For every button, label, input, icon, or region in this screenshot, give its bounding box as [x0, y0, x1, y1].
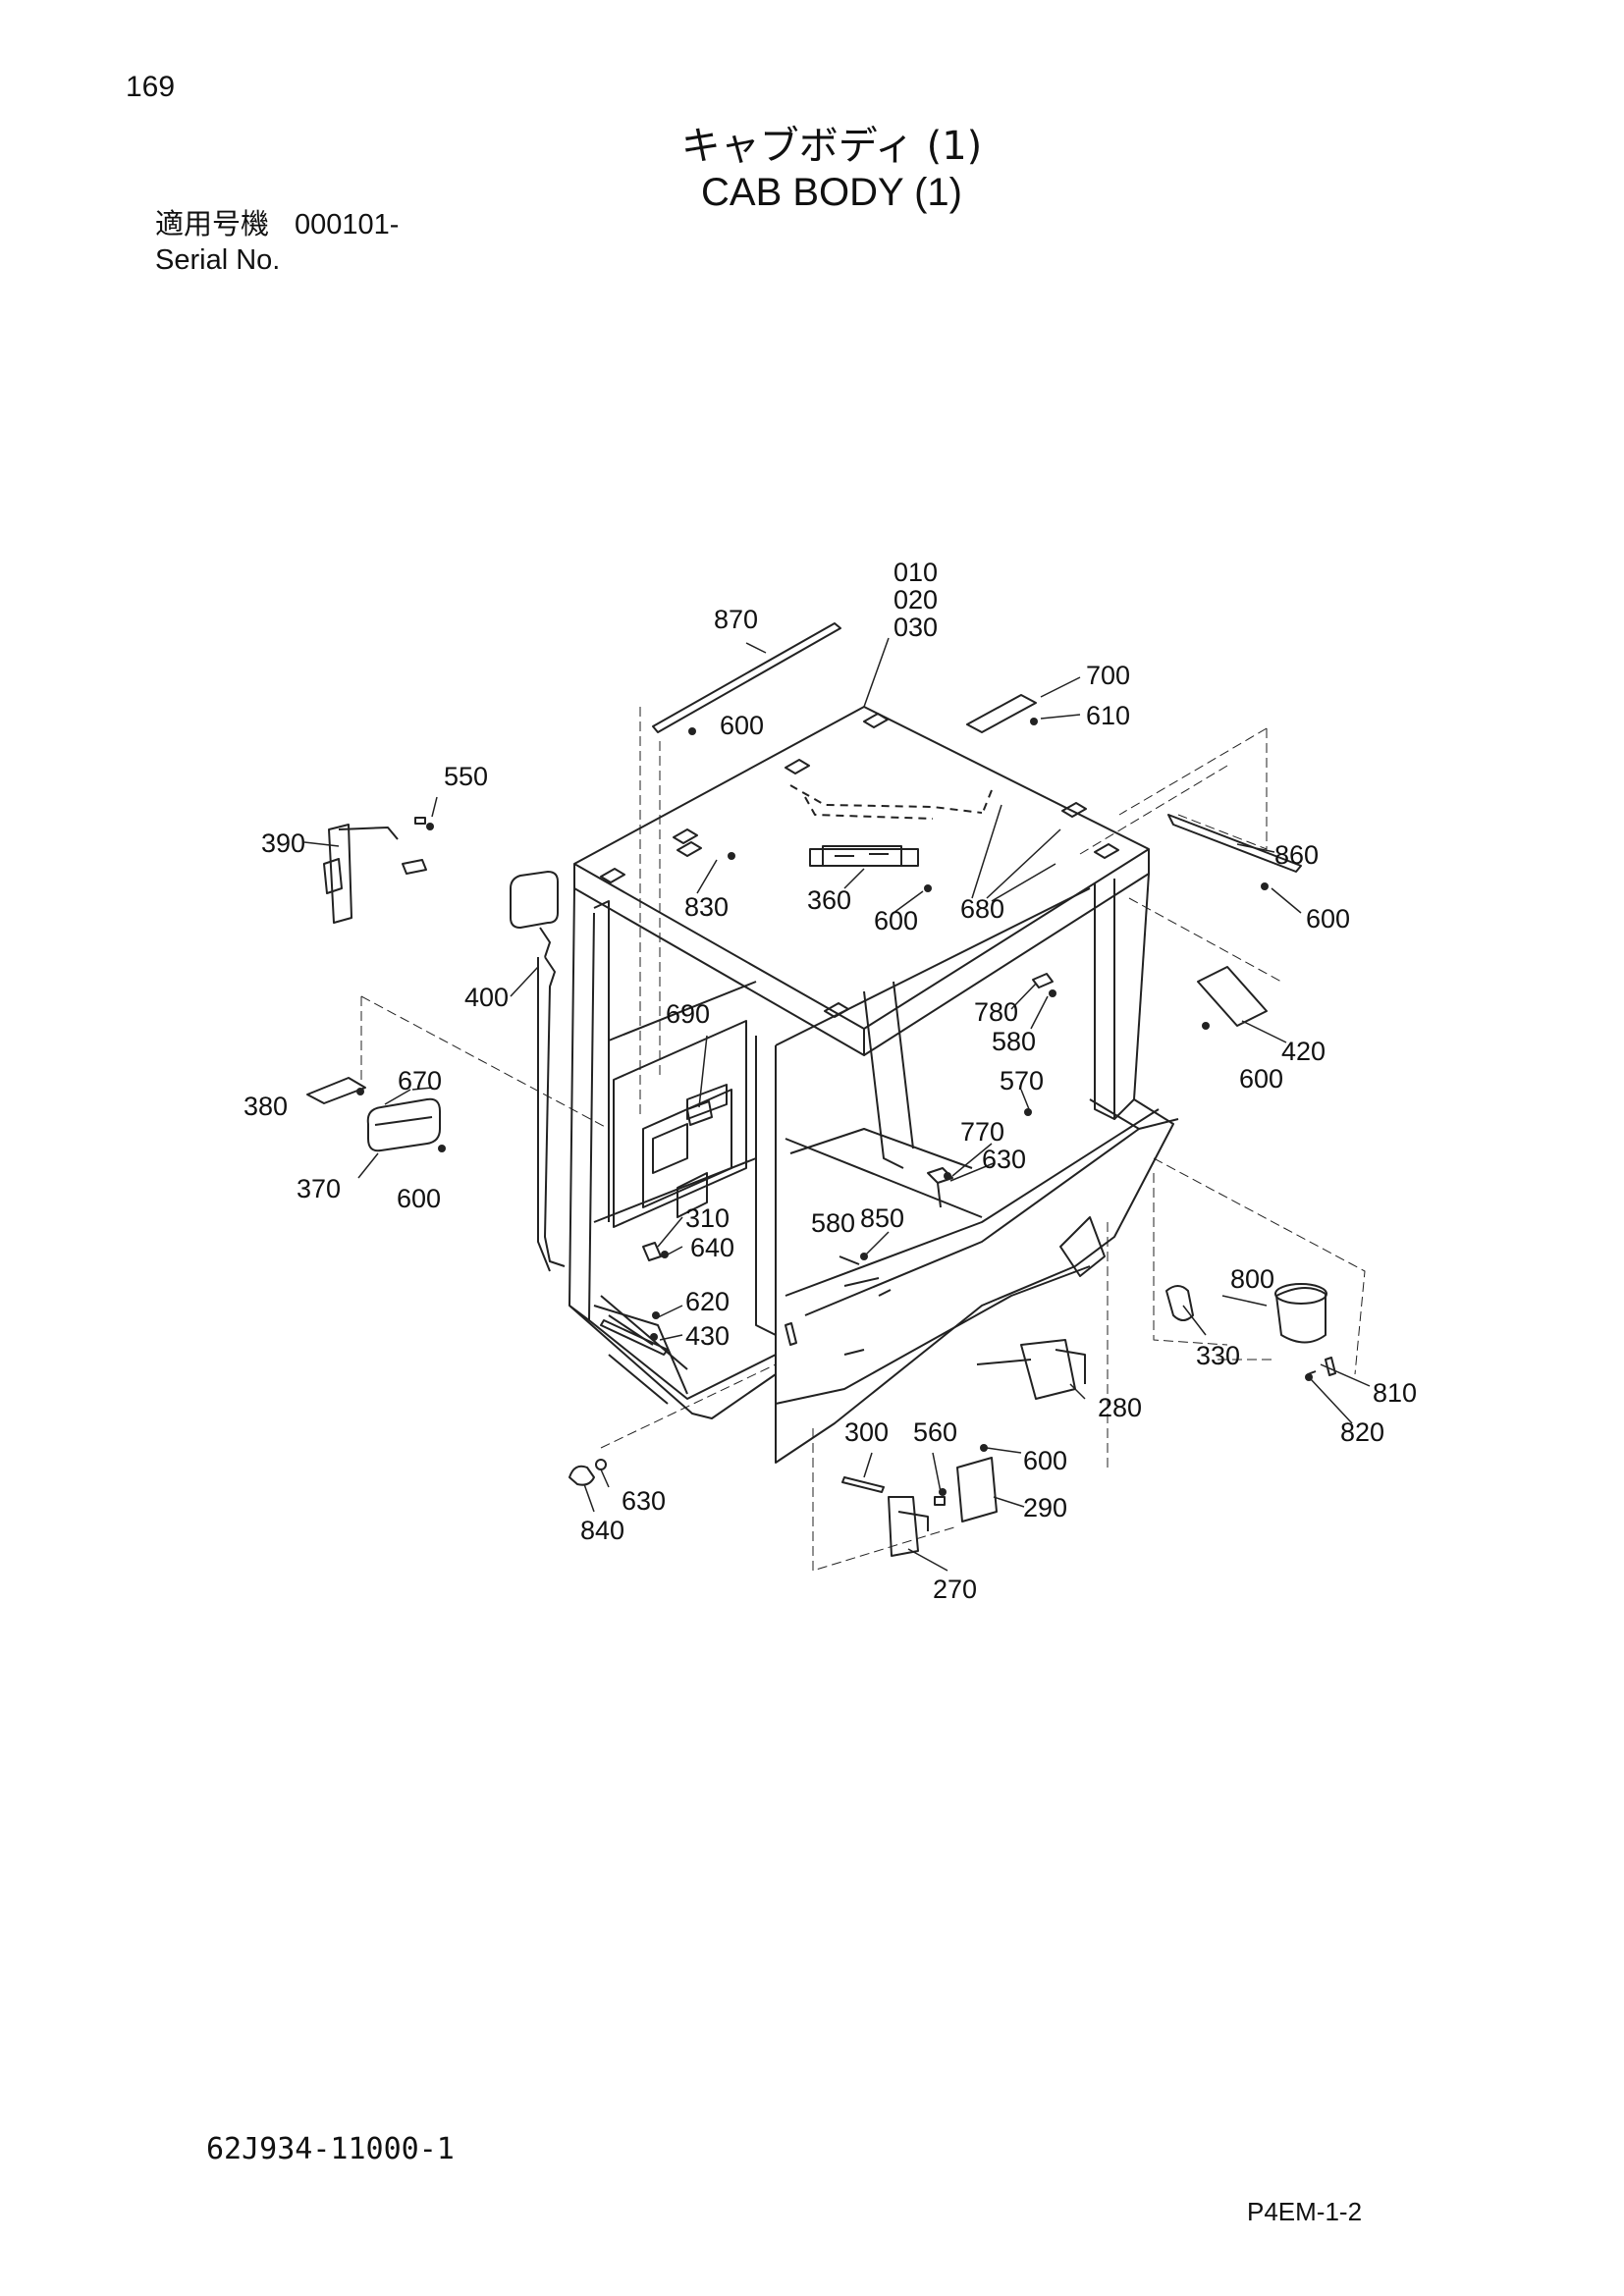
callout-label: 020: [893, 585, 938, 614]
callout-label: 780: [974, 997, 1018, 1027]
page-code: P4EM-1-2: [1247, 2197, 1363, 2226]
callout-label: 310: [685, 1203, 730, 1233]
callout-label: 270: [933, 1575, 977, 1604]
callout-label: 620: [685, 1287, 730, 1316]
callout-label: 690: [666, 999, 710, 1029]
callout-label: 820: [1340, 1417, 1384, 1447]
callout-label: 850: [860, 1203, 904, 1233]
callout-labels: 010 020 030 870 700 610 600 550 390 860 …: [244, 558, 1417, 1604]
callout-label: 860: [1274, 840, 1319, 870]
callout-label: 430: [685, 1321, 730, 1351]
parts: [306, 622, 1336, 1557]
callout-label: 570: [1000, 1066, 1044, 1095]
serial-label-japanese: 適用号機: [155, 207, 270, 240]
callout-label: 600: [1306, 904, 1350, 934]
callout-label: 300: [844, 1417, 889, 1447]
callout-label: 360: [807, 885, 851, 915]
callout-label: 400: [464, 983, 509, 1012]
callout-label: 600: [397, 1184, 441, 1213]
callout-label: 630: [622, 1486, 666, 1516]
callout-label: 700: [1086, 661, 1130, 690]
callout-label: 680: [960, 894, 1004, 924]
callout-label: 010: [893, 558, 938, 587]
serial-number-block: 適用号機 000101- Serial No.: [155, 206, 424, 278]
callout-label: 770: [960, 1117, 1004, 1147]
cab-frame: [568, 706, 1179, 1464]
callout-label: 580: [811, 1208, 855, 1238]
callout-label: 330: [1196, 1341, 1240, 1370]
serial-value: 000101-: [295, 209, 400, 240]
serial-label-english: Serial No.: [155, 244, 281, 276]
page-title-english: CAB BODY (1): [701, 171, 962, 214]
callout-label: 030: [893, 613, 938, 642]
fasteners: [356, 718, 1313, 1496]
callout-label: 600: [1239, 1064, 1283, 1094]
callout-label: 280: [1098, 1393, 1142, 1422]
callout-label: 600: [720, 711, 764, 740]
callout-label: 630: [982, 1145, 1026, 1174]
callout-label: 870: [714, 605, 758, 634]
page-number: 169: [126, 71, 176, 103]
construction-lines: [360, 707, 1366, 1572]
callout-label: 560: [913, 1417, 957, 1447]
callout-label: 390: [261, 828, 305, 858]
callout-label: 800: [1230, 1264, 1274, 1294]
callout-label: 290: [1023, 1493, 1067, 1522]
drawing-number: 62J934-11000-1: [206, 2132, 455, 2166]
leader-lines: [303, 637, 1371, 1572]
callout-label: 810: [1373, 1378, 1417, 1408]
callout-label: 580: [992, 1027, 1036, 1056]
callout-label: 670: [398, 1066, 442, 1095]
callout-label: 600: [1023, 1446, 1067, 1475]
callout-label: 640: [690, 1233, 734, 1262]
callout-label: 370: [297, 1174, 341, 1203]
callout-label: 830: [684, 892, 729, 922]
callout-label: 600: [874, 906, 918, 935]
callout-label: 380: [244, 1092, 288, 1121]
callout-label: 420: [1281, 1037, 1326, 1066]
page-title-japanese: キャブボディ (1): [680, 124, 983, 169]
callout-label: 550: [444, 762, 488, 791]
callout-label: 840: [580, 1516, 624, 1545]
callout-label: 610: [1086, 701, 1130, 730]
